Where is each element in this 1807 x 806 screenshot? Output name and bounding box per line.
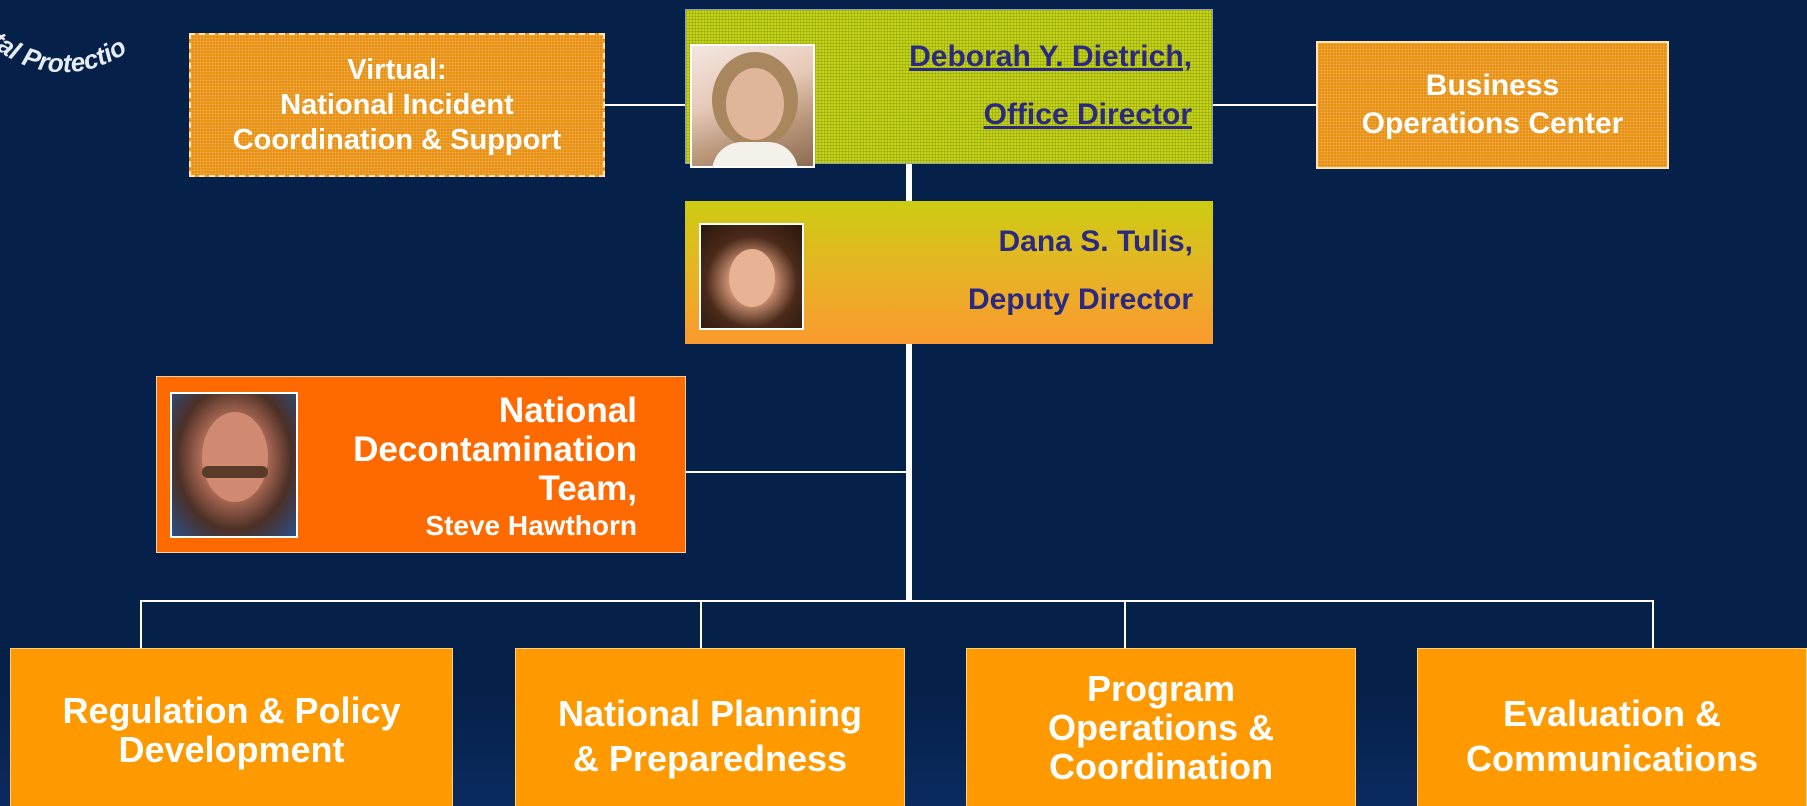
deputy-face-shape: [729, 249, 775, 307]
virtual-unit-line-1: Virtual:: [347, 53, 447, 86]
connector-division-2: [700, 600, 702, 648]
division-3-line-3: Coordination: [1049, 746, 1273, 787]
connector-decon: [686, 471, 906, 473]
connector-division-1: [140, 600, 142, 648]
division-2-line-2: & Preparedness: [572, 738, 848, 779]
business-center-line-2: Operations Center: [1361, 107, 1624, 140]
connector-trunk: [906, 344, 912, 601]
division-3-line-2: Operations &: [1047, 707, 1275, 748]
decon-title-line-2: Decontamination: [353, 430, 637, 469]
decon-team-text: National Decontamination Team, Steve Haw…: [353, 391, 637, 544]
decon-face-shape: [202, 412, 268, 502]
division-evaluation-communications: Evaluation & Communications: [1417, 648, 1807, 806]
director-name-link[interactable]: Deborah Y. Dietrich,: [909, 40, 1192, 73]
director-face-shape: [726, 68, 784, 140]
director-title-link[interactable]: Office Director: [983, 98, 1192, 131]
virtual-unit-line-2: National Incident: [280, 88, 514, 121]
connector-division-3: [1124, 600, 1126, 648]
division-1-line-2: Development: [118, 729, 345, 770]
svg-text:ental Protectio: ental Protectio: [0, 6, 132, 78]
decon-title-line-3: Team,: [538, 469, 637, 508]
division-4-line-2: Communications: [1465, 738, 1759, 779]
agency-seal: ental Protectio: [0, 6, 132, 78]
division-3-line-1: Program: [1086, 668, 1236, 709]
business-center-line-1: Business: [1425, 69, 1560, 102]
connector-division-4: [1652, 600, 1654, 648]
director-shirt-shape: [712, 142, 798, 166]
decon-leader-photo: [170, 392, 298, 538]
division-1-line-1: Regulation & Policy: [62, 690, 401, 731]
division-4-line-1: Evaluation &: [1502, 693, 1722, 734]
director-box: Deborah Y. Dietrich, Office Director: [685, 9, 1213, 164]
director-text: Deborah Y. Dietrich, Office Director: [909, 28, 1192, 144]
division-2-line-1: National Planning: [557, 693, 862, 734]
connector-director-business: [1213, 104, 1316, 106]
connector-virtual-director: [605, 104, 685, 106]
decon-leader-name: Steve Hawthorn: [425, 510, 637, 541]
business-center-box: Business Operations Center: [1316, 41, 1669, 169]
decon-mustache-shape: [202, 466, 268, 478]
virtual-unit-line-3: Coordination & Support: [232, 123, 562, 156]
decon-title-line-1: National: [498, 391, 637, 430]
deputy-text: Dana S. Tulis, Deputy Director: [968, 213, 1193, 329]
connector-division-bar: [140, 600, 1654, 602]
deputy-name: Dana S. Tulis,: [998, 225, 1194, 258]
division-planning-preparedness: National Planning & Preparedness: [515, 648, 905, 806]
connector-director-deputy: [906, 164, 912, 201]
virtual-unit-box: Virtual: National Incident Coordination …: [189, 33, 605, 177]
division-program-operations: Program Operations & Coordination: [966, 648, 1356, 806]
director-photo: [690, 44, 815, 168]
deputy-photo: [699, 223, 804, 330]
division-regulation-policy: Regulation & Policy Development: [10, 648, 453, 806]
deputy-title: Deputy Director: [967, 283, 1193, 316]
seal-arc-text: ental Protectio: [0, 6, 132, 78]
